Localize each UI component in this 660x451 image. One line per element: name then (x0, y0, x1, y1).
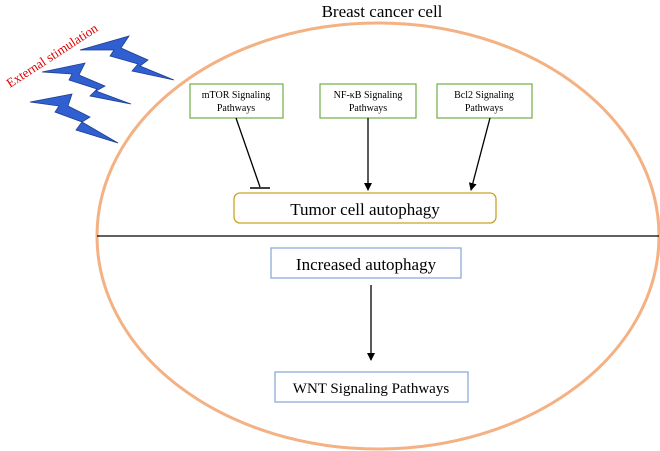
increased-autophagy-label: Increased autophagy (296, 255, 437, 274)
increased-autophagy-box (270, 247, 462, 279)
pathway-box-nfkb: NF-κB Signaling Pathways (319, 83, 417, 119)
bcl2-activation-arrow (468, 117, 491, 191)
pathway-box-mtor: mTOR Signaling Pathways (189, 83, 284, 119)
pathway-label-line2: Pathways (349, 103, 387, 114)
wnt-box (274, 371, 469, 403)
autophagy-label: Tumor cell autophagy (290, 200, 440, 219)
lightning-bolt-icon (41, 62, 132, 105)
pathway-label-line1: Bcl2 Signaling (454, 90, 514, 101)
pathway-label-line2: Pathways (217, 103, 255, 114)
diagram-title: Breast cancer cell (322, 2, 443, 21)
lightning-bolt-icon (29, 93, 119, 144)
mtor-inhibition-line (235, 117, 261, 188)
pathway-label-line1: NF-κB Signaling (334, 90, 403, 101)
pathway-label-line2: Pathways (465, 103, 503, 114)
wnt-label: WNT Signaling Pathways (293, 381, 450, 397)
pathway-box-bcl2: Bcl2 Signaling Pathways (436, 83, 533, 119)
pathway-label-line1: mTOR Signaling (202, 90, 270, 101)
lightning-bolts (29, 35, 175, 144)
autophagy-box (233, 192, 497, 224)
lightning-bolt-icon (79, 35, 175, 81)
